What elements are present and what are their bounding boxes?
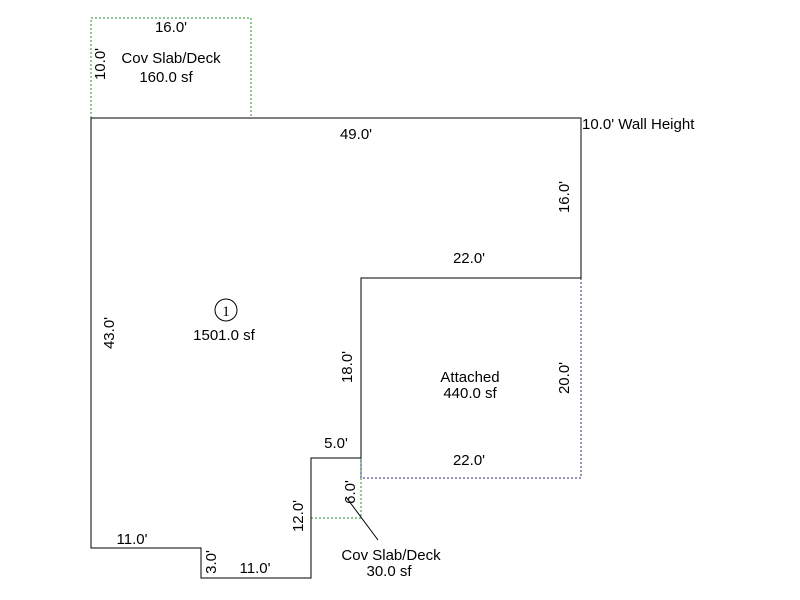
dim-step-top: 22.0' [453,250,485,267]
dim-bottom-right: 11.0' [240,560,271,577]
deck-top-name: Cov Slab/Deck [121,50,221,67]
dim-inner-vertical: 18.0' [339,351,356,383]
deck-top-area: 160.0 sf [139,69,193,86]
attached-name: Attached [440,369,499,386]
dim-top: 49.0' [340,126,372,143]
area-number-circle [214,298,238,322]
main-area-sf-label: 1501.0 sf [193,327,256,344]
deck-top-width: 16.0' [155,19,187,36]
dim-right-upper: 16.0' [556,181,573,213]
dim-notch-vertical: 12.0' [290,500,307,532]
dim-notch-top: 5.0' [324,435,348,452]
main-area-outline [90,117,582,579]
attached-height: 20.0' [556,362,573,394]
dim-left: 43.0' [101,317,118,349]
dim-bottom-left: 11.0' [117,531,148,548]
deck-small-outline [311,458,362,519]
deck-small-area: 30.0 sf [366,563,412,580]
deck-small-leader [345,496,379,541]
dim-bottom-step: 3.0' [203,550,220,574]
wall-height-label: 10.0' Wall Height [582,116,695,133]
attached-area: 440.0 sf [443,385,497,402]
deck-top-height: 10.0' [92,48,109,80]
deck-small-name: Cov Slab/Deck [341,547,441,564]
deck-small-height: 6.0' [342,480,359,504]
attached-bottom: 22.0' [453,452,485,469]
area-number-label: 1 [222,304,230,320]
